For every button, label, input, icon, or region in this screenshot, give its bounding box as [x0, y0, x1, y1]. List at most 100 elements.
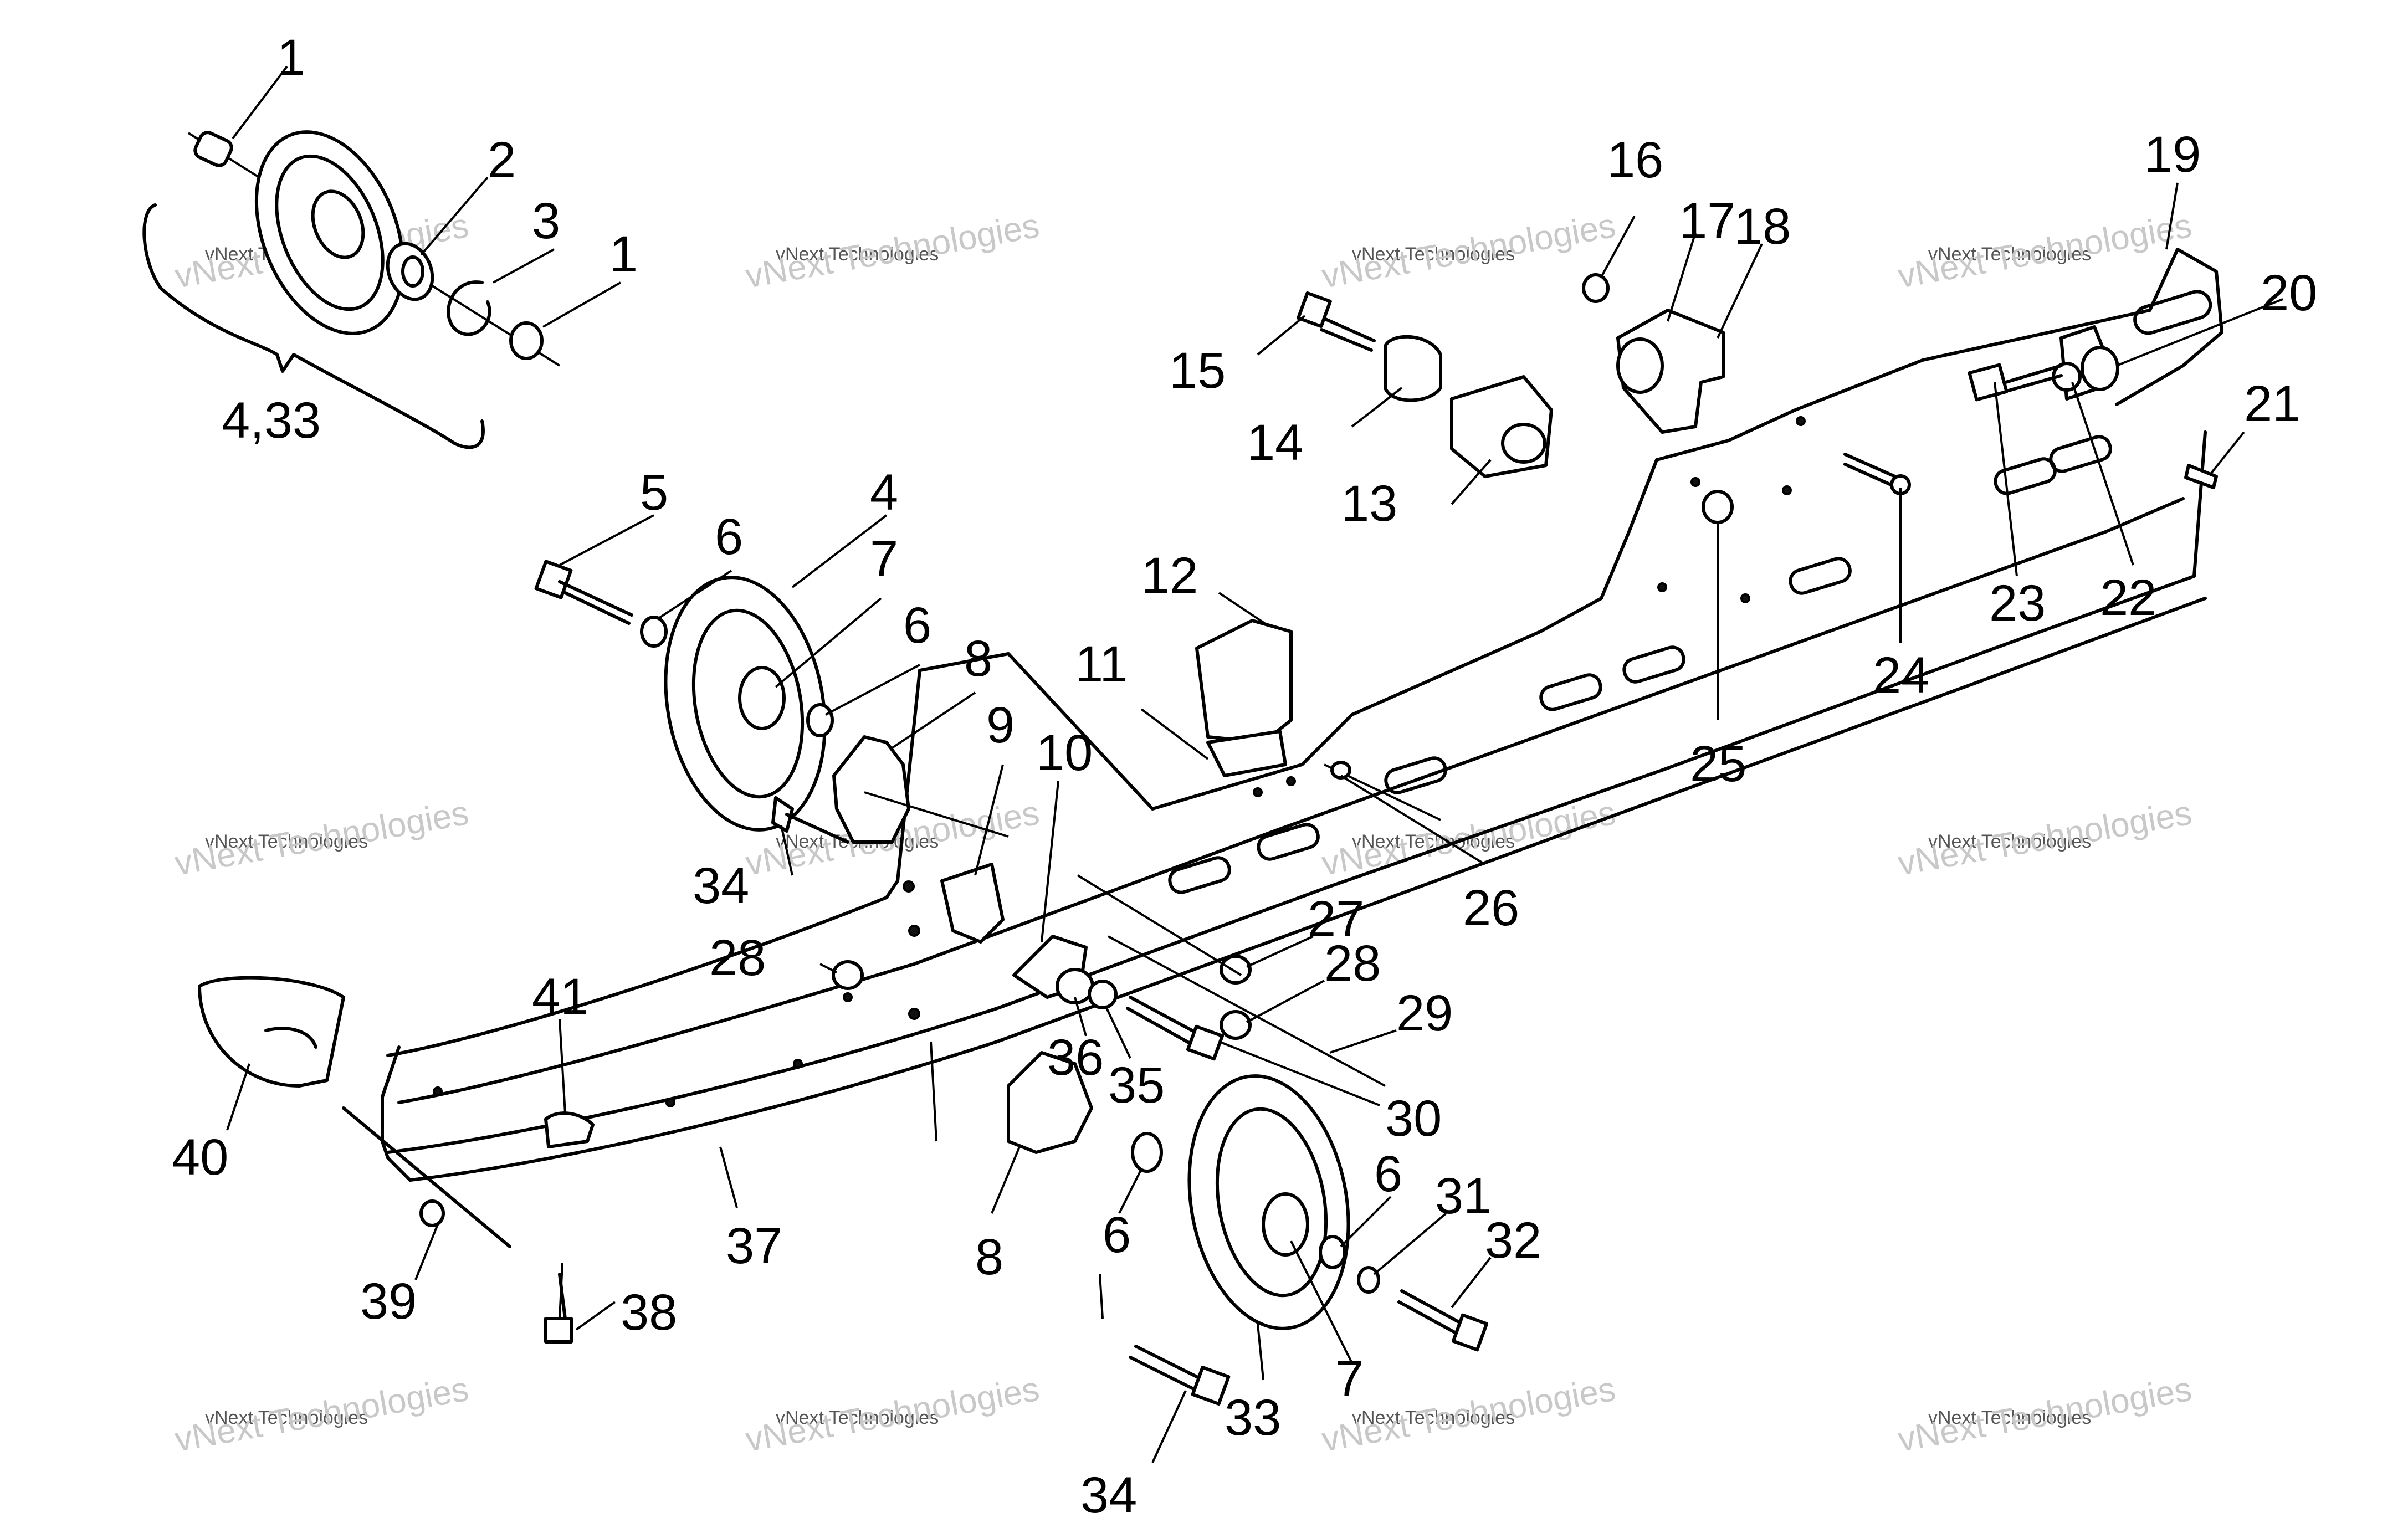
watermark: vNext Technologies vNext Technologies	[172, 1370, 471, 1459]
callouts: 1 2 3 1 4,33 5 6 4 7 6 8 9 10 11 12 13 1…	[172, 29, 2317, 1524]
callout-26: 26	[1463, 880, 1519, 936]
callout-8: 8	[964, 630, 992, 687]
callout-16: 16	[1607, 132, 1663, 188]
callout-30: 30	[1385, 1090, 1442, 1147]
watermark-large-text: vNext Technologies	[1319, 1370, 1618, 1459]
nut-28b	[1220, 1010, 1252, 1040]
upper-wheel-hub	[738, 666, 786, 730]
rail-hole	[1657, 582, 1667, 592]
watermark: vNext Technologies vNext Technologies	[1895, 794, 2194, 883]
leader	[1373, 1212, 1447, 1275]
leader	[2210, 431, 2245, 475]
watermark-small-text: vNext Technologies	[776, 244, 939, 265]
callout-leaders	[226, 65, 2283, 1463]
callout-35: 35	[1108, 1057, 1165, 1114]
bolt-23-shank	[2004, 364, 2063, 392]
bolt-24	[1843, 453, 1897, 487]
rail-holes	[433, 416, 1806, 1107]
watermark-small-text: vNext Technologies	[205, 1407, 368, 1428]
watermark: vNext Technologies vNext Technologies	[172, 794, 471, 883]
washer	[640, 616, 668, 648]
rail-slot	[2133, 290, 2212, 335]
screw-38-shank	[558, 1273, 567, 1320]
leader	[775, 597, 882, 688]
callout-4-33: 4,33	[222, 392, 321, 449]
rail-hole	[1286, 776, 1296, 786]
leader	[1118, 1168, 1142, 1214]
rail-hole	[1740, 593, 1750, 603]
leader	[1340, 1196, 1392, 1248]
rail-slot	[2049, 435, 2112, 473]
rail-lower-edge-2	[408, 597, 2207, 1182]
snap-ring	[447, 280, 491, 336]
bolt-32-shank	[1397, 1289, 1464, 1337]
rail-hole	[1253, 787, 1263, 797]
leader	[1329, 1029, 1397, 1054]
leader	[1667, 232, 1697, 322]
plate-9	[940, 863, 1005, 944]
rail-slot	[1539, 673, 1602, 711]
assembly-line	[864, 791, 1009, 838]
rail-hole	[843, 992, 853, 1002]
rail-frame	[381, 248, 2223, 1182]
idler-wheel-rim	[275, 154, 385, 311]
leader	[1218, 1040, 1380, 1106]
callout-1b: 1	[609, 226, 638, 283]
upper-bracket-parts	[1297, 273, 1911, 524]
callout-21: 21	[2244, 376, 2301, 432]
axle-bracket-8-lower	[1007, 1051, 1093, 1154]
callout-14: 14	[1247, 414, 1303, 471]
leader	[719, 1146, 738, 1208]
leader	[1257, 1324, 1264, 1380]
rail-slot	[1789, 557, 1852, 595]
nut-28	[832, 960, 864, 990]
leader	[1074, 997, 1087, 1037]
bolt-34-head	[771, 796, 794, 833]
callout-25: 25	[1690, 736, 1746, 792]
callout-13: 13	[1341, 475, 1397, 532]
callout-36: 36	[1047, 1029, 1104, 1086]
callout-34b: 34	[1080, 1467, 1137, 1524]
watermark-small-text: vNext Technologies	[776, 1407, 939, 1428]
watermark-large-text: vNext Technologies	[1895, 1370, 2194, 1459]
watermark-small-text: vNext Technologies	[1928, 244, 2091, 265]
callout-28b: 28	[1324, 935, 1381, 992]
rail-hole	[1796, 416, 1806, 426]
rail-hole	[903, 880, 915, 893]
leader	[819, 963, 837, 973]
leader	[1218, 592, 1270, 627]
bearing	[386, 242, 434, 301]
leader	[974, 764, 1004, 876]
rail-hole	[1782, 485, 1792, 495]
callout-6d: 6	[1374, 1146, 1402, 1202]
bolt-23-head	[1968, 363, 2009, 402]
callout-6b: 6	[903, 597, 931, 654]
leader	[493, 248, 555, 284]
slide-tip-40	[198, 976, 345, 1088]
watermark: vNext Technologies vNext Technologies	[742, 207, 1042, 296]
watermark-large-text: vNext Technologies	[172, 794, 471, 883]
leader	[2071, 382, 2134, 566]
rear-adjuster	[1968, 325, 2218, 489]
clip-assembly	[1195, 619, 1441, 821]
leader	[414, 1224, 439, 1280]
bolt-30-shank	[1126, 996, 1204, 1049]
leader	[1451, 1257, 1492, 1309]
watermark: vNext Technologies vNext Technologies	[1319, 1370, 1618, 1459]
pin-21	[2184, 464, 2218, 489]
adjuster-cap	[2081, 346, 2119, 391]
callout-31: 31	[1435, 1168, 1492, 1224]
leader	[575, 1301, 616, 1331]
upper-wheel-rim	[691, 608, 805, 799]
rail-hole	[665, 1098, 675, 1107]
watermark-small-text: vNext Technologies	[1352, 1407, 1515, 1428]
callout-22: 22	[2100, 570, 2156, 626]
leader	[1246, 980, 1325, 1023]
assembly-line	[1108, 935, 1386, 1087]
watermark-small-text: vNext Technologies	[1928, 1407, 2091, 1428]
callout-1: 1	[277, 29, 305, 86]
hinge-11	[1206, 730, 1287, 777]
watermark-large-text: vNext Technologies	[1895, 207, 2194, 296]
axle-bracket-8	[832, 735, 910, 844]
leader	[1340, 775, 1486, 865]
